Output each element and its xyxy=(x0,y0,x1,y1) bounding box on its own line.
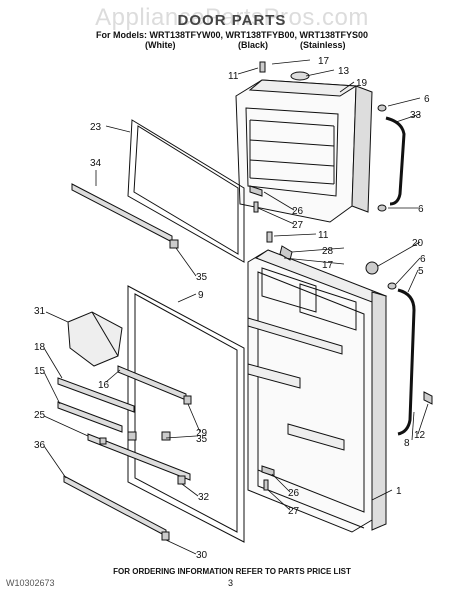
callout-6-top: 6 xyxy=(424,94,430,105)
clip-30 xyxy=(161,531,170,541)
callout-30: 30 xyxy=(196,550,208,561)
fresh-food-handle xyxy=(397,288,416,436)
cap-20 xyxy=(365,261,379,275)
callout-32: 32 xyxy=(198,492,210,503)
callout-26-bottom: 26 xyxy=(288,488,300,499)
callout-15: 15 xyxy=(34,366,46,377)
watermark: AppliancePartsPros.com xyxy=(95,4,369,31)
freezer-door xyxy=(235,79,373,223)
callout-33: 33 xyxy=(410,110,422,121)
clip-35-a xyxy=(127,431,137,441)
callout-36: 36 xyxy=(34,440,46,451)
callout-27-top: 27 xyxy=(292,220,304,231)
plug-6-lower xyxy=(387,282,397,290)
callout-1: 1 xyxy=(396,486,402,497)
variant-white: (White) xyxy=(145,40,176,50)
callout-17-mid: 17 xyxy=(322,260,334,271)
callout-25: 25 xyxy=(34,410,46,421)
callout-29: 29 xyxy=(196,428,208,439)
freezer-handle xyxy=(385,116,406,206)
clip-32 xyxy=(177,475,186,485)
variant-black: (Black) xyxy=(238,40,269,50)
models-line: For Models: WRT138TFYW00, WRT138TFYB00, … xyxy=(95,30,369,40)
document-code: W10302673 xyxy=(6,578,55,588)
callout-28: 28 xyxy=(322,246,334,257)
clip-35-c xyxy=(99,437,107,445)
callout-19: 19 xyxy=(356,78,368,89)
clip-35-b xyxy=(161,431,171,441)
variant-stainless: (Stainless) xyxy=(300,40,346,50)
leader-lines xyxy=(43,59,429,555)
door-rail-18 xyxy=(57,377,135,413)
hinge-26-top xyxy=(249,185,263,197)
screw-27-top xyxy=(253,201,259,213)
fresh-food-door xyxy=(247,249,388,533)
fresh-food-gasket xyxy=(127,285,245,543)
callout-5: 5 xyxy=(418,266,424,277)
callout-17-top: 17 xyxy=(318,56,330,67)
hinge-plug-13 xyxy=(290,71,310,81)
bottom-door-strip xyxy=(63,475,167,537)
dairy-door xyxy=(67,311,123,367)
callout-34: 34 xyxy=(90,158,102,169)
ordering-note: FOR ORDERING INFORMATION REFER TO PARTS … xyxy=(113,567,351,576)
door-rail-25 xyxy=(87,433,191,481)
screw-11-mid xyxy=(266,231,273,243)
screw-27-bottom xyxy=(263,479,269,491)
callout-16: 16 xyxy=(98,380,110,391)
page-title: DOOR PARTS xyxy=(177,12,287,29)
callout-35-top: 35 xyxy=(196,272,208,283)
screw-11-top xyxy=(259,61,266,73)
callout-18: 18 xyxy=(34,342,46,353)
plug-6-top xyxy=(377,104,387,112)
plug-6-bottom xyxy=(377,204,387,212)
callouts: 11 17 13 19 6 33 23 34 26 27 6 11 28 17 … xyxy=(34,56,430,561)
clip-35-top xyxy=(169,239,179,249)
callout-8: 8 xyxy=(404,438,410,449)
hinge-pin-28 xyxy=(279,245,293,261)
callout-11-top: 11 xyxy=(228,71,239,82)
page-number: 3 xyxy=(228,578,234,588)
callout-6-lower: 6 xyxy=(420,254,426,265)
callout-26-top: 26 xyxy=(292,206,304,217)
callout-35-mid: 35 xyxy=(196,434,208,445)
callout-13: 13 xyxy=(338,66,350,77)
door-rail-15 xyxy=(57,401,123,433)
callout-12: 12 xyxy=(414,430,426,441)
callout-23: 23 xyxy=(90,122,102,133)
callout-11-mid: 11 xyxy=(318,230,329,241)
callout-9: 9 xyxy=(198,290,204,301)
callout-20: 20 xyxy=(412,238,424,249)
callout-6-mid: 6 xyxy=(418,204,424,215)
callout-31: 31 xyxy=(34,306,46,317)
bracket-12 xyxy=(423,391,433,405)
freezer-gasket xyxy=(127,119,245,263)
callout-27-bottom: 27 xyxy=(288,506,300,517)
clip-29 xyxy=(183,395,192,405)
